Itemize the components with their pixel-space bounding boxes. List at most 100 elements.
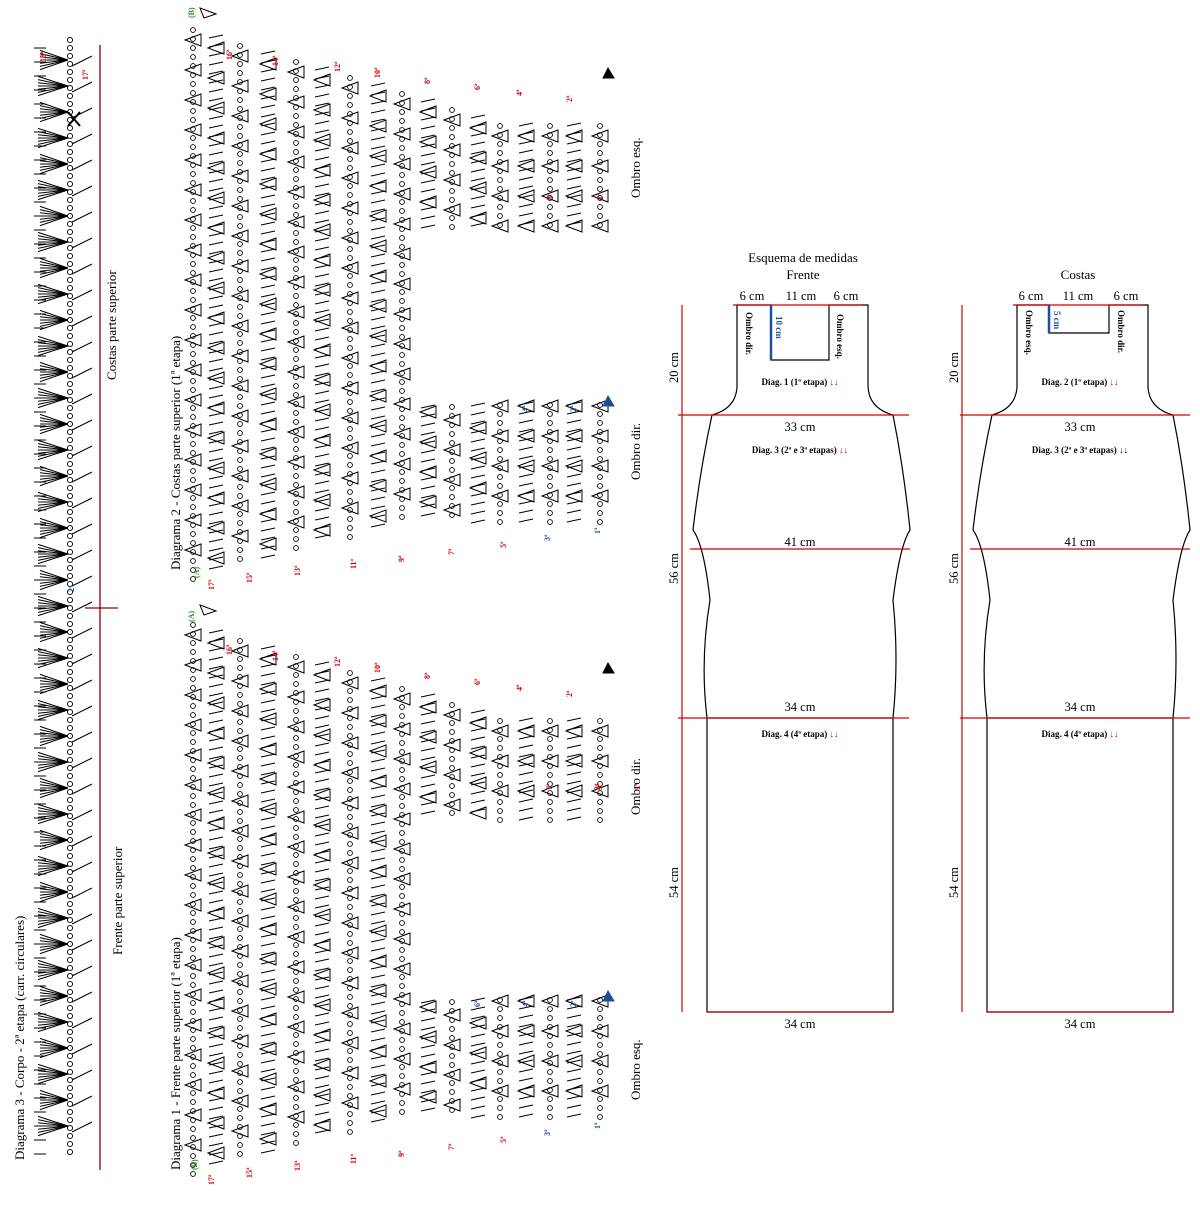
row-number-label: 16ª: [225, 49, 234, 60]
fan-stitch: [258, 682, 277, 696]
diagram-2-title: Diagrama 2 - Costas parte superior (1ª e…: [168, 336, 183, 570]
double-crochet-stitch: [370, 731, 386, 736]
double-crochet-stitch: [208, 1070, 224, 1075]
double-crochet-stitch: [208, 917, 224, 922]
double-crochet-stitch: [314, 354, 330, 359]
double-crochet-stitch: [260, 735, 276, 740]
double-crochet-stitch: [37, 605, 69, 610]
double-crochet-stitch: [37, 1067, 69, 1075]
double-crochet-stitch: [314, 237, 330, 242]
double-crochet-stitch: [39, 361, 69, 373]
chain-stitch: [347, 426, 353, 432]
fan-stitch: [392, 367, 411, 381]
chain-stitch: [66, 1052, 74, 1060]
chain-stitch: [66, 988, 74, 996]
fan-stitch: [392, 692, 411, 706]
chain-stitch: [66, 676, 74, 684]
chain-stitch: [347, 1030, 353, 1036]
chain-stitch: [237, 791, 243, 797]
chain-stitch: [497, 1078, 503, 1084]
chain-stitch: [497, 204, 503, 210]
double-crochet-stitch: [566, 771, 582, 776]
chain-stitch: [347, 733, 353, 739]
chain-loop-stitch: [71, 471, 93, 483]
double-crochet-stitch: [37, 345, 69, 350]
double-crochet-stitch: [37, 911, 69, 919]
back-width-bust: 33 cm: [1065, 420, 1096, 434]
fan-stitch: [286, 1050, 305, 1064]
double-crochet-stitch: [37, 813, 69, 818]
double-crochet-stitch: [370, 983, 386, 988]
double-crochet-stitch: [39, 475, 69, 480]
chain-stitch: [293, 77, 299, 83]
fan-stitch: [590, 489, 609, 503]
double-crochet-stitch: [370, 298, 386, 303]
chain-stitch: [497, 474, 503, 480]
double-crochet-stitch: [37, 1018, 69, 1023]
chain-stitch: [347, 1003, 353, 1009]
fan-stitch: [418, 1060, 437, 1074]
front-top-width-right: 6 cm: [834, 289, 859, 303]
fan-stitch: [540, 1084, 559, 1098]
chain-stitch: [497, 483, 503, 489]
fan-stitch: [540, 219, 559, 233]
double-crochet-stitch: [37, 917, 69, 929]
double-crochet-stitch: [314, 841, 330, 846]
chain-loop-stitch: [71, 757, 93, 769]
chain-stitch: [597, 150, 603, 156]
chain-stitch: [293, 942, 299, 948]
fan-stitch: [206, 41, 225, 55]
double-crochet-stitch: [208, 1106, 224, 1111]
chain-stitch: [237, 511, 243, 517]
double-crochet-stitch: [420, 720, 436, 725]
double-crochet-stitch: [470, 141, 486, 146]
diagram-3-start-cross-icon: [67, 111, 81, 127]
chain-stitch: [66, 948, 74, 956]
double-crochet-stitch: [39, 933, 69, 945]
row-number-label: 1ª: [593, 1122, 602, 1129]
double-crochet-stitch: [39, 316, 69, 321]
double-crochet-stitch: [39, 735, 69, 743]
double-crochet-stitch: [39, 995, 69, 1003]
front-width-bust: 33 cm: [785, 420, 816, 434]
double-crochet-stitch: [314, 102, 330, 107]
double-crochet-stitch: [208, 683, 224, 688]
chain-stitch: [399, 857, 405, 863]
fan-stitch: [312, 698, 331, 712]
fan-stitch: [418, 1090, 437, 1104]
double-crochet-stitch: [208, 1079, 224, 1084]
chain-stitch: [497, 1015, 503, 1021]
chain-stitch: [347, 931, 353, 937]
chain-loop-stitch: [71, 679, 93, 691]
fan-stitch: [286, 485, 305, 499]
double-crochet-stitch: [370, 794, 386, 799]
double-crochet-stitch: [260, 708, 276, 713]
fan-stitch: [206, 491, 225, 505]
fan-stitch: [516, 189, 535, 203]
fan-stitch: [468, 806, 487, 820]
chain-stitch: [237, 989, 243, 995]
chain-stitch: [66, 564, 74, 572]
chain-stitch: [497, 781, 503, 787]
diagram-2-stitch-chart: [183, 27, 615, 582]
double-crochet-stitch: [260, 401, 276, 406]
chain-stitch: [399, 1037, 405, 1043]
double-crochet-stitch: [566, 753, 582, 758]
chain-stitch: [66, 820, 74, 828]
fan-stitch: [418, 135, 437, 149]
double-crochet-stitch: [314, 444, 330, 449]
double-crochet-stitch: [208, 358, 224, 363]
chain-stitch: [190, 405, 196, 411]
chain-stitch: [597, 519, 603, 525]
chain-stitch: [347, 372, 353, 378]
double-crochet-stitch: [37, 703, 69, 711]
fan-stitch: [312, 1028, 331, 1042]
double-crochet-stitch: [39, 579, 69, 591]
double-crochet-stitch: [470, 132, 486, 137]
chain-stitch: [347, 75, 353, 81]
double-crochet-stitch: [370, 280, 386, 285]
double-crochet-stitch: [420, 422, 436, 427]
double-crochet-stitch: [420, 801, 436, 806]
double-crochet-stitch: [37, 339, 69, 347]
chain-stitch: [66, 332, 74, 340]
